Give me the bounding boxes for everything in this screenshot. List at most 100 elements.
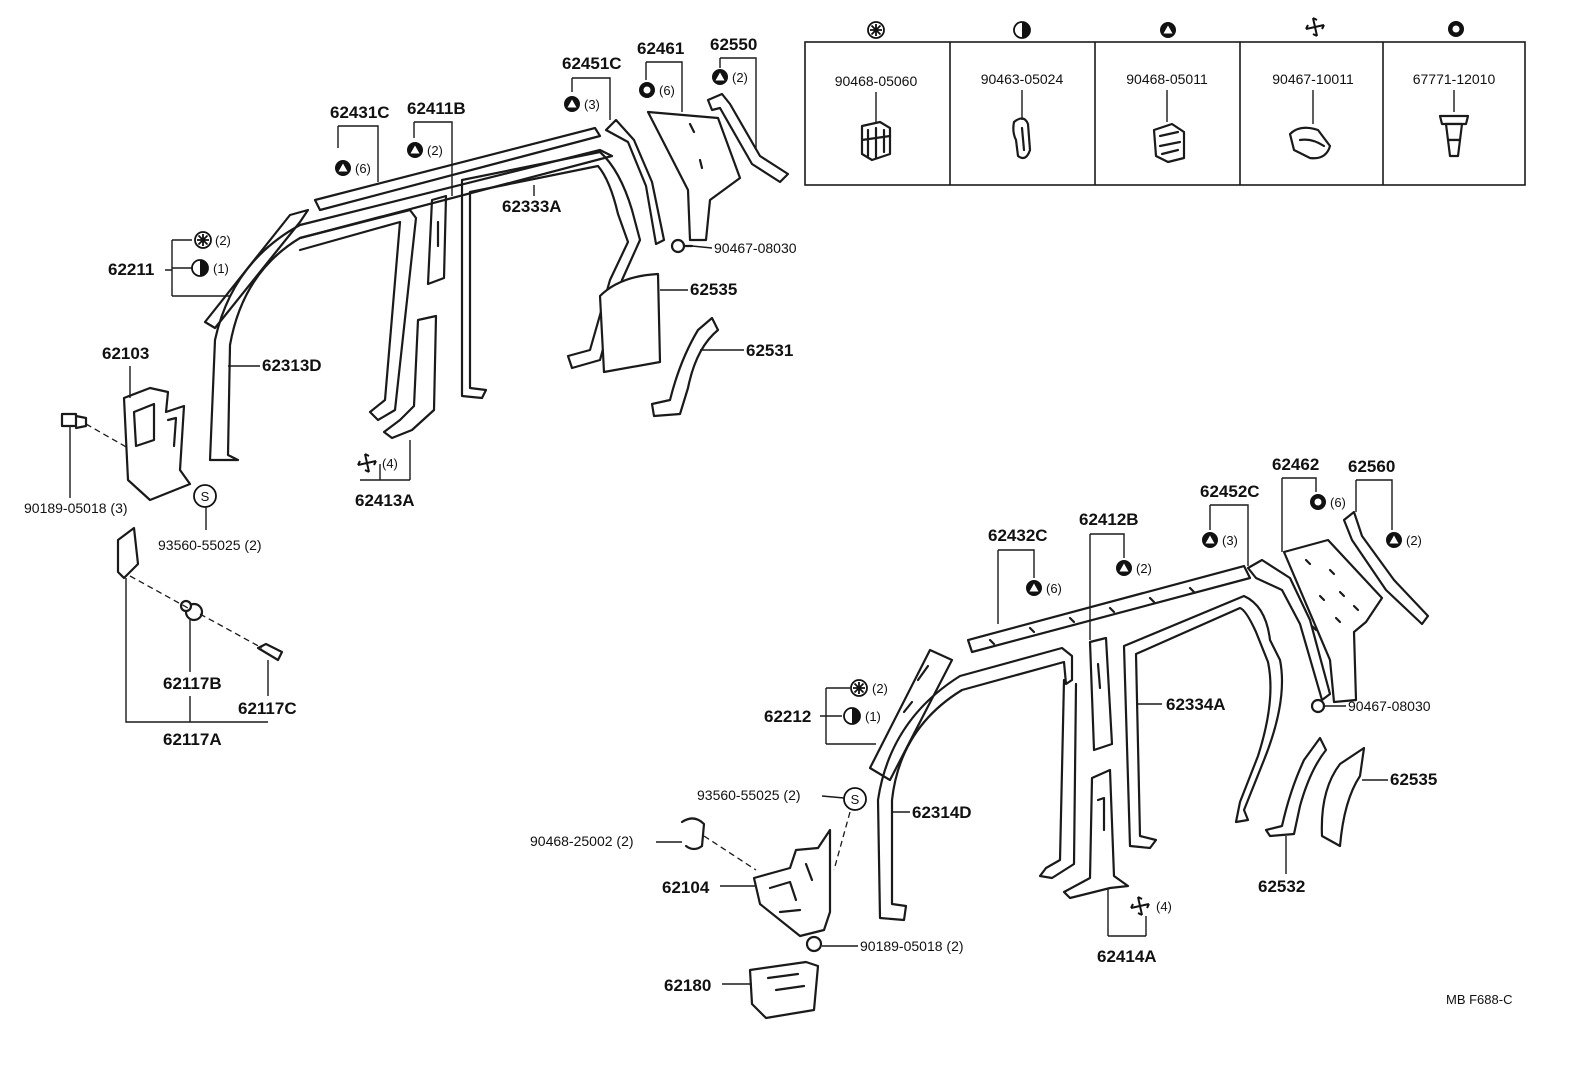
label-62211: 62211 (108, 260, 154, 279)
qty-62432C: (6) (1046, 581, 1062, 596)
fastener-legend: 90468-05060 90463-05024 90468-05011 9046… (804, 17, 1526, 186)
clip-67771-12010-drawing (1438, 114, 1470, 158)
pinwheel-clip-icon (1130, 896, 1150, 916)
flower-clip-symbol-icon (867, 21, 885, 39)
triangle-circle-symbol-icon (1160, 22, 1176, 38)
triangle-clip-icon (712, 69, 728, 85)
triangle-clip-icon (1116, 560, 1132, 576)
label-62103: 62103 (102, 344, 149, 363)
part-62212-shape (868, 648, 954, 782)
label-62334A: 62334A (1166, 695, 1226, 714)
legend-part-5: 67771-12010 (1413, 71, 1496, 87)
part-62535-right-shape (1320, 746, 1366, 848)
label-62212: 62212 (764, 707, 811, 726)
label-62531: 62531 (746, 341, 793, 360)
part-62560-shape (1342, 510, 1430, 626)
label-62117B: 62117B (163, 674, 222, 693)
label-62104: 62104 (662, 878, 710, 897)
left-side-assembly: S 62211 (2) (1) 62431C (6) 62411B (2) 62… (24, 35, 797, 749)
qty-62411B: (2) (427, 143, 443, 158)
qty-62414A: (4) (1156, 899, 1172, 914)
pinwheel-symbol-icon (1305, 17, 1325, 37)
clip-90468-05011-drawing (1152, 122, 1186, 164)
qty-62550: (2) (732, 70, 748, 85)
s-mark-right-icon (843, 787, 867, 811)
label-62314D: 62314D (912, 803, 972, 822)
qty-62431C: (6) (355, 161, 371, 176)
part-62211-shape (203, 208, 310, 330)
label-62313D: 62313D (262, 356, 322, 375)
part-62452C-shape (1246, 558, 1332, 702)
part-62462-shape (1282, 538, 1384, 704)
clip-90468-05060-drawing (860, 120, 892, 162)
triangle-clip-icon (564, 96, 580, 112)
label-62452C: 62452C (1200, 482, 1260, 501)
part-62411B-shape (426, 194, 448, 286)
label-62431C: 62431C (330, 103, 390, 122)
part-62334A-shape (1122, 594, 1284, 850)
figure-code: MB F688-C (1446, 992, 1512, 1007)
screw-62117C (256, 642, 284, 662)
label-62432C: 62432C (988, 526, 1048, 545)
label-62451C: 62451C (562, 54, 622, 73)
label-90468-25002: 90468-25002 (2) (530, 833, 634, 849)
ring-clip-icon (639, 82, 655, 98)
label-62117A: 62117A (163, 730, 222, 749)
qty-62451C: (3) (584, 97, 600, 112)
label-62532: 62532 (1258, 877, 1305, 896)
legend-part-2: 90463-05024 (981, 71, 1064, 87)
triangle-clip-icon (1026, 580, 1042, 596)
clip-90467-08030-left (670, 238, 694, 254)
qty-62413A: (4) (382, 456, 398, 471)
qty-62560: (2) (1406, 533, 1422, 548)
part-62117A-shape (116, 526, 140, 580)
part-62412B-shape (1088, 636, 1114, 752)
qty-62211-half: (1) (213, 261, 229, 276)
label-62117C: 62117C (238, 699, 297, 718)
right-side-assembly: S 62462 (6) 62560 (2) 62452C (3) 62412B … (530, 455, 1437, 1020)
legend-part-1: 90468-05060 (835, 73, 918, 89)
label-90189-05018-right: 90189-05018 (2) (860, 938, 964, 954)
part-62451C-shape (604, 118, 666, 246)
label-62461: 62461 (637, 39, 684, 58)
clip-90467-10011-drawing (1288, 126, 1332, 160)
s-mark-left-icon (193, 484, 217, 508)
label-62535-left: 62535 (690, 280, 737, 299)
legend-part-4: 90467-10011 (1272, 71, 1354, 87)
part-62532-shape (1264, 736, 1328, 838)
part-62432C-shape (966, 564, 1252, 654)
part-62535-shape (598, 272, 662, 374)
ring-clip-icon (1310, 494, 1326, 510)
part-62313D-shape (208, 148, 614, 462)
label-62412B: 62412B (1079, 510, 1139, 529)
label-62180: 62180 (664, 976, 711, 995)
flower-clip-icon (850, 679, 868, 697)
label-90189-05018-left: 90189-05018 (3) (24, 500, 128, 516)
label-62333A: 62333A (502, 197, 562, 216)
label-62560: 62560 (1348, 457, 1395, 476)
screw-90189-05018-left (60, 412, 88, 430)
part-62413A-shape (382, 314, 438, 440)
triangle-clip-icon (1386, 532, 1402, 548)
label-90467-08030-right: 90467-08030 (1348, 698, 1431, 714)
label-62462: 62462 (1272, 455, 1319, 474)
label-62413A: 62413A (355, 491, 415, 510)
label-62411B: 62411B (407, 99, 466, 118)
label-90467-08030-left: 90467-08030 (714, 240, 797, 256)
qty-62412B: (2) (1136, 561, 1152, 576)
screw-90189-05018-right (805, 935, 823, 953)
part-62461-shape (646, 110, 742, 242)
triangle-clip-icon (1202, 532, 1218, 548)
triangle-clip-icon (407, 142, 423, 158)
label-62414A: 62414A (1097, 947, 1157, 966)
qty-62211-flower: (2) (215, 233, 231, 248)
clip-90467-08030-right (1310, 698, 1326, 714)
part-62103-shape (122, 386, 192, 502)
triangle-clip-icon (335, 160, 351, 176)
qty-62461: (6) (659, 83, 675, 98)
ring-clip-symbol-icon (1448, 21, 1464, 37)
part-62414A-shape (1062, 768, 1130, 900)
s-mark-left-text: S (201, 489, 210, 504)
plug-62117B (179, 599, 204, 622)
legend-part-3: 90468-05011 (1126, 71, 1208, 87)
